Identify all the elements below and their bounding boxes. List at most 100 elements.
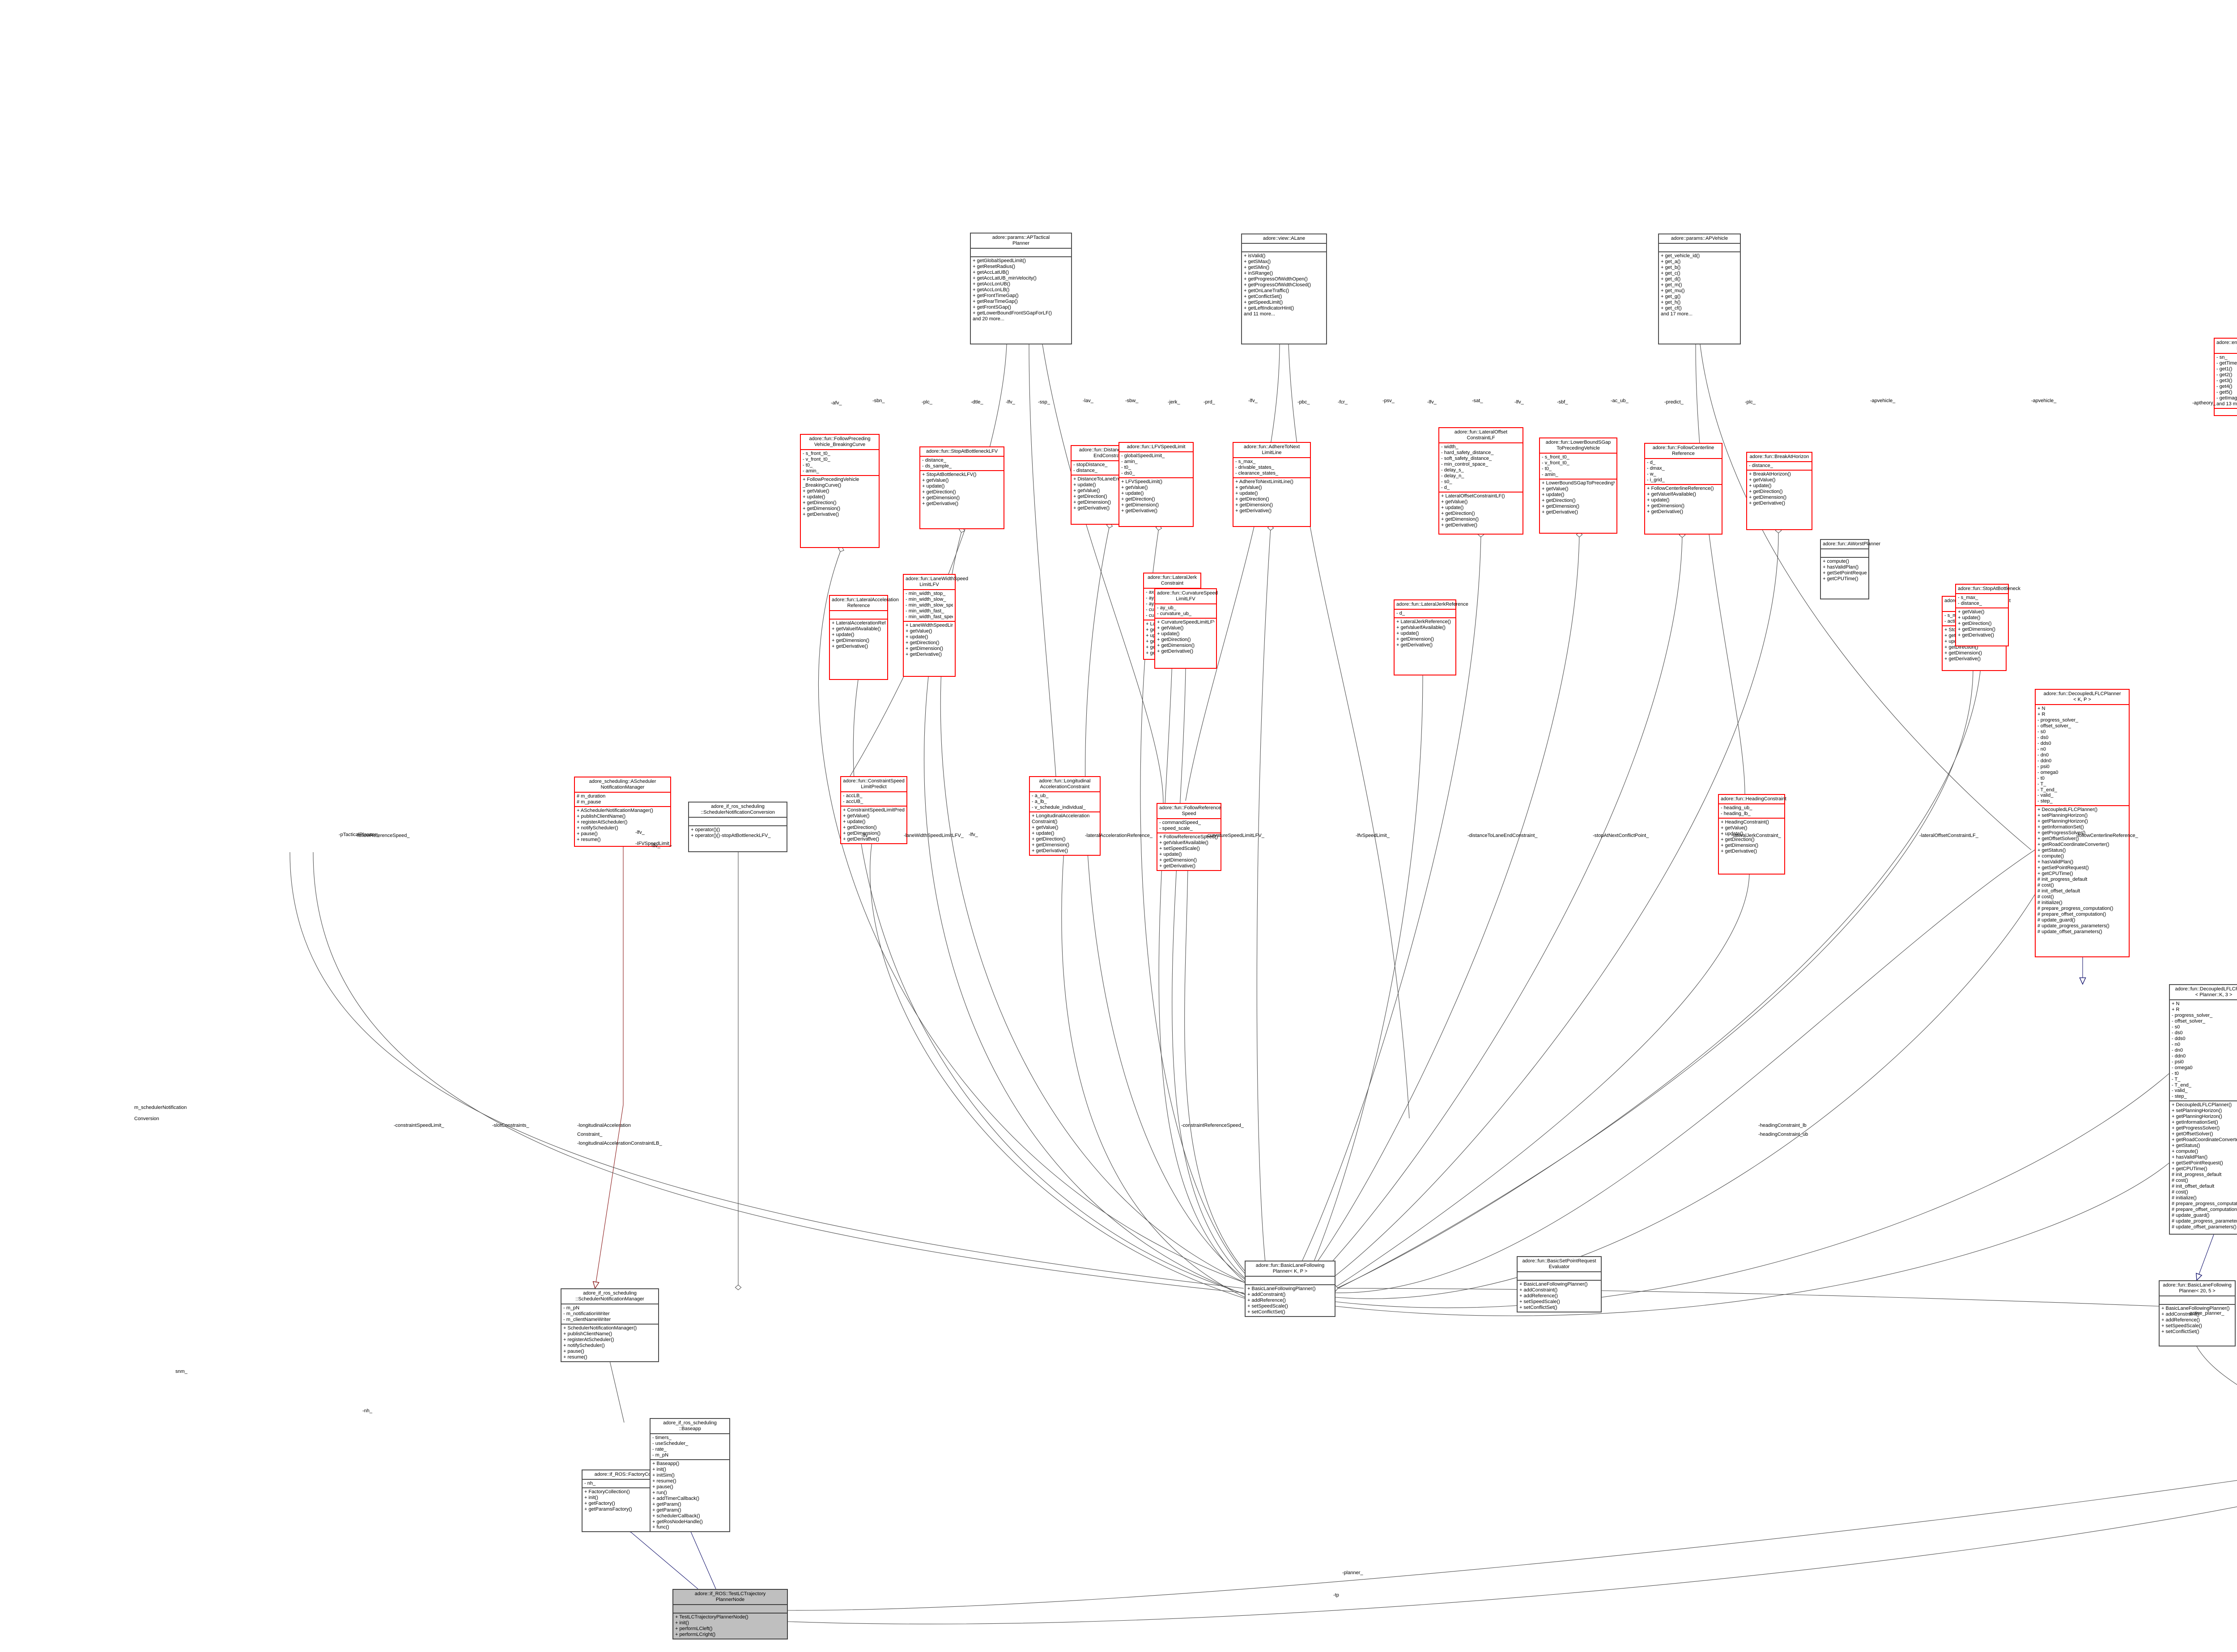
class-node-title: adore::fun::HeadingConstraint [1721, 796, 1786, 802]
class-operation: + update() [1032, 830, 1055, 836]
class-operation: + getDerivative() [1159, 863, 1196, 869]
class-attribute: - progress_solver_ [2037, 717, 2079, 723]
class-operation: + getValue() [1157, 625, 1184, 631]
class-attribute: # m_duration [577, 793, 606, 799]
class-operation: + init() [584, 1495, 598, 1500]
class-operation: + update() [1958, 615, 1981, 620]
class-node[interactable]: adore::fun::BreakAtHorizon- distance_+ B… [1746, 452, 1812, 530]
class-attribute: - T_end_ [2037, 787, 2057, 793]
class-node[interactable]: adore::fun::LateralJerkReference- d_+ La… [1394, 599, 1468, 675]
class-attribute: - min_width_slow_speed_ [906, 602, 953, 608]
class-node[interactable]: adore::fun::AWorstPlanner+ compute()+ ha… [1820, 539, 1880, 599]
class-attribute: - heading_ub_ [1721, 805, 1752, 811]
class-node[interactable]: adore::fun::LFVSpeedLimit- globalSpeedLi… [1118, 442, 1194, 527]
class-operation: # prepare_progress_computation() [2037, 905, 2114, 911]
class-node[interactable]: adore::fun::DecoupledLFLCPlanner < Plann… [2169, 984, 2237, 1235]
class-node[interactable]: adore::params::APVehicle+ get_vehicle_id… [1658, 234, 1741, 344]
edge-label: -plc_ [922, 399, 932, 405]
edge-label: -lfv_ [861, 833, 871, 838]
edge-label: -predict_ [1664, 399, 1684, 405]
class-node[interactable]: adore::fun::Longitudinal AccelerationCon… [1029, 776, 1101, 856]
class-operation: + addReference() [2161, 1317, 2200, 1323]
class-node[interactable]: adore::fun::DecoupledLFLCPlanner < K, P … [2035, 689, 2130, 957]
edge-label: -headingConstraint_lb [1758, 1123, 1807, 1128]
edge-label: -lfv_ [1427, 399, 1437, 405]
class-node[interactable]: adore::fun::BasicLaneFollowing Planner< … [2159, 1280, 2236, 1346]
class-attribute: - accLB_ [843, 793, 863, 798]
class-node[interactable]: adore_if_ros_scheduling ::SchedulerNotif… [688, 802, 787, 852]
class-operation: + compute() [2037, 854, 2064, 859]
class-operation: + getDimension() [1958, 626, 1996, 632]
class-attribute: - drivable_states_ [1235, 464, 1274, 470]
class-operation: + update() [1396, 630, 1419, 636]
class-attribute: - v_front_t0_ [1542, 460, 1569, 466]
class-node[interactable]: adore_if_ros_scheduling ::SchedulerNotif… [561, 1288, 659, 1362]
class-operation: + BasicLaneFollowingPlanner() [1519, 1281, 1588, 1287]
class-node-operations: + FollowPrecedingVehicle_BreakingCurve()… [801, 475, 879, 518]
class-node[interactable]: adore::view::ALane+ isValid()+ getSMax()… [1241, 234, 1327, 344]
class-node-title: adore::fun::BasicSetPointRequest Evaluat… [1522, 1258, 1596, 1270]
edge-label: -pbc_ [1297, 399, 1310, 405]
class-node-title: adore_if_ros_scheduling ::SchedulerNotif… [575, 1291, 644, 1302]
class-node-title: adore::fun::LateralAcceleration Referenc… [832, 597, 899, 608]
class-node-title: adore::fun::LFVSpeedLimit [1127, 444, 1186, 450]
class-operation: + publishClientName() [563, 1331, 612, 1337]
class-node[interactable]: adore::fun::LateralAcceleration Referenc… [829, 595, 899, 680]
class-node-operations: + operator()()+ operator()() [689, 825, 787, 840]
class-node[interactable]: adore::env::NavigationVector MapSet- sn_… [2214, 338, 2237, 416]
class-attribute: - min_width_fast_speed_ [906, 614, 953, 620]
class-node[interactable]: adore::fun::LaneWidthSpeed LimitLFV- min… [903, 574, 968, 677]
class-attribute: + N [2172, 1001, 2180, 1006]
class-node[interactable]: adore::fun::BasicLaneFollowing Planner< … [1245, 1261, 1335, 1317]
class-node[interactable]: adore::fun::CurvatureSpeed LimitLFV- ay_… [1154, 588, 1218, 669]
class-node[interactable]: adore::fun::LateralOffset ConstraintLF- … [1438, 427, 1523, 535]
class-node[interactable]: adore::fun::FollowPreceding Vehicle_Brea… [800, 434, 880, 548]
class-node[interactable]: adore::fun::HeadingConstraint- heading_u… [1718, 794, 1786, 875]
class-node[interactable]: adore::fun::ConstraintSpeed LimitPredict… [840, 776, 907, 844]
class-operation: + getAccLonLB() [973, 287, 1010, 293]
class-node[interactable]: adore::fun::FollowReference Speed- comma… [1157, 803, 1221, 871]
class-operation: + getDerivative() [1944, 656, 1981, 662]
class-operation: + getDerivative() [1542, 509, 1578, 515]
class-operation: + getValueIfAvailable() [1159, 840, 1208, 845]
class-operation: + getDerivative() [906, 651, 942, 657]
edge-label: -lfv_ [635, 830, 645, 835]
class-node-attributes: - s_max_- drivable_states_- clearance_st… [1233, 457, 1310, 477]
class-node[interactable]: adore_scheduling::AScheduler Notificatio… [574, 777, 671, 847]
class-node-attributes [971, 247, 1071, 256]
class-operation: + getRoadCoordinateConverter() [2037, 842, 2109, 848]
class-attribute: - a_lb_ [1032, 798, 1047, 804]
class-operation: + update() [1542, 492, 1565, 497]
class-operation: + getDirection() [1749, 488, 1783, 494]
class-attribute: - valid_ [2037, 793, 2054, 798]
class-attribute: - amin_ [1121, 459, 1138, 464]
class-attribute: - hard_safety_distance_ [1441, 450, 1494, 455]
class-operation: + resume() [577, 837, 601, 842]
class-node[interactable]: adore::fun::AdhereToNext LimitLine- s_ma… [1233, 442, 1311, 527]
class-node[interactable]: adore::fun::StopAtBottleneckLFV- distanc… [919, 446, 1004, 529]
class-node-title: adore::fun::ConstraintSpeed LimitPredict [843, 778, 905, 790]
class-node[interactable]: adore_if_ros_scheduling ::Baseapp- timer… [650, 1418, 730, 1533]
class-attribute: - ds0_ [1121, 470, 1135, 476]
class-attribute: - stopDistance_ [1073, 462, 1108, 467]
class-node[interactable]: adore::if_ROS::TestLCTrajectory PlannerN… [672, 1589, 788, 1639]
class-attribute: + N [2037, 705, 2046, 711]
class-node[interactable]: adore::fun::StopAtBottleneck- s_max_- di… [1955, 584, 2020, 646]
class-node[interactable]: adore::fun::FollowCenterline Reference- … [1644, 443, 1722, 535]
class-node-attributes: - timers_- useScheduler_- rate_- m_pN [651, 1433, 729, 1459]
class-node[interactable]: adore::params::APTactical Planner+ getGl… [970, 233, 1072, 344]
class-attribute: - m_pN [563, 1305, 580, 1311]
class-operation: + getDimension() [1721, 842, 1759, 848]
class-node-attributes [830, 610, 887, 619]
edge-label: -sbn_ [872, 398, 885, 403]
class-node[interactable]: adore::fun::BasicSetPointRequest Evaluat… [1517, 1256, 1602, 1312]
class-attribute: - w_ [1647, 471, 1656, 477]
class-node-title: adore::fun::LateralJerk Constraint [1147, 575, 1197, 586]
class-attribute: - a_ub_ [1032, 793, 1049, 798]
class-node[interactable]: adore::fun::LowerBoundSGap ToPrecedingVe… [1539, 437, 1617, 534]
class-attribute: - s0 [2037, 729, 2046, 735]
class-node-operations: + getValue()+ update()+ getDirection()+ … [1956, 607, 2008, 639]
class-attribute: - v_schedule_individual_ [1032, 804, 1086, 810]
class-operation: + get_h() [1661, 299, 1681, 305]
